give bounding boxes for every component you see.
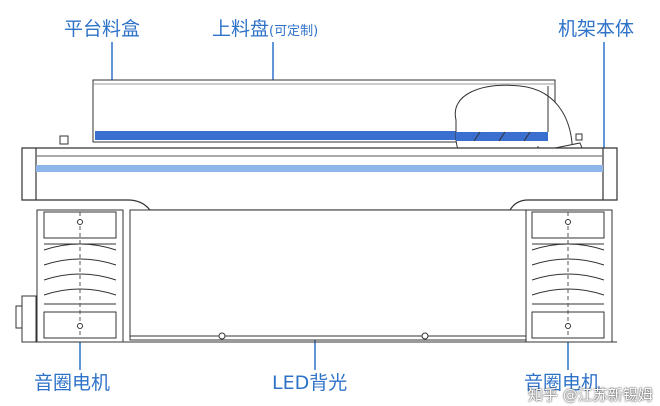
voice-coil-right-shape [525,209,613,343]
label-platform-box: 平台料盒 [64,18,141,40]
label-upper-tray: 上料盘(可定制) [212,20,318,39]
voice-coil-left-shape [15,209,124,343]
label-frame-body: 机架本体 [558,18,635,40]
led-backlight-band [36,165,603,172]
upper-tray-note: (可定制) [269,24,319,39]
label-voice-coil-left: 音圈电机 [34,372,111,394]
watermark: 知乎 @江苏新锡姆 [528,386,653,404]
frame-body-shape [21,147,618,211]
upper-tray-band [95,131,550,140]
label-voice-coil-right: 音圈电机 [524,372,601,394]
label-led-backlight: LED背光 [272,372,348,394]
upper-tray-text: 上料盘 [212,18,270,40]
